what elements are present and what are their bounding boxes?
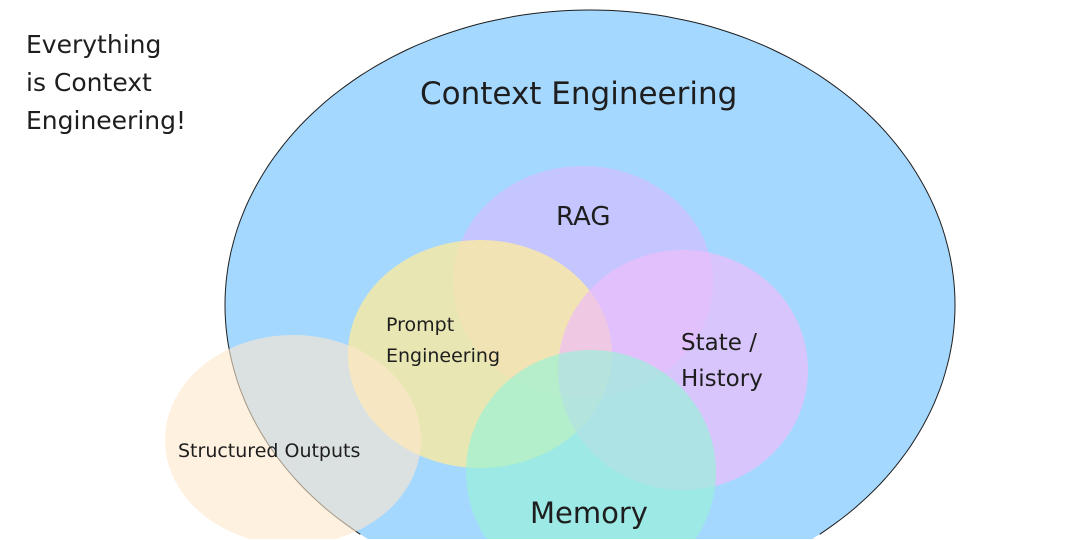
structured-outputs-label: Structured Outputs <box>178 440 361 462</box>
rag-label: RAG <box>556 202 611 232</box>
structured-outputs-circle <box>165 335 421 539</box>
context-engineering-label: Context Engineering <box>420 76 738 112</box>
state-history-label: State / History <box>681 330 763 392</box>
memory-circle <box>466 350 716 539</box>
prompt-engineering-label: Prompt Engineering <box>386 314 500 367</box>
side-note: Everything is Context Engineering! <box>26 30 187 135</box>
memory-label: Memory <box>530 496 648 530</box>
